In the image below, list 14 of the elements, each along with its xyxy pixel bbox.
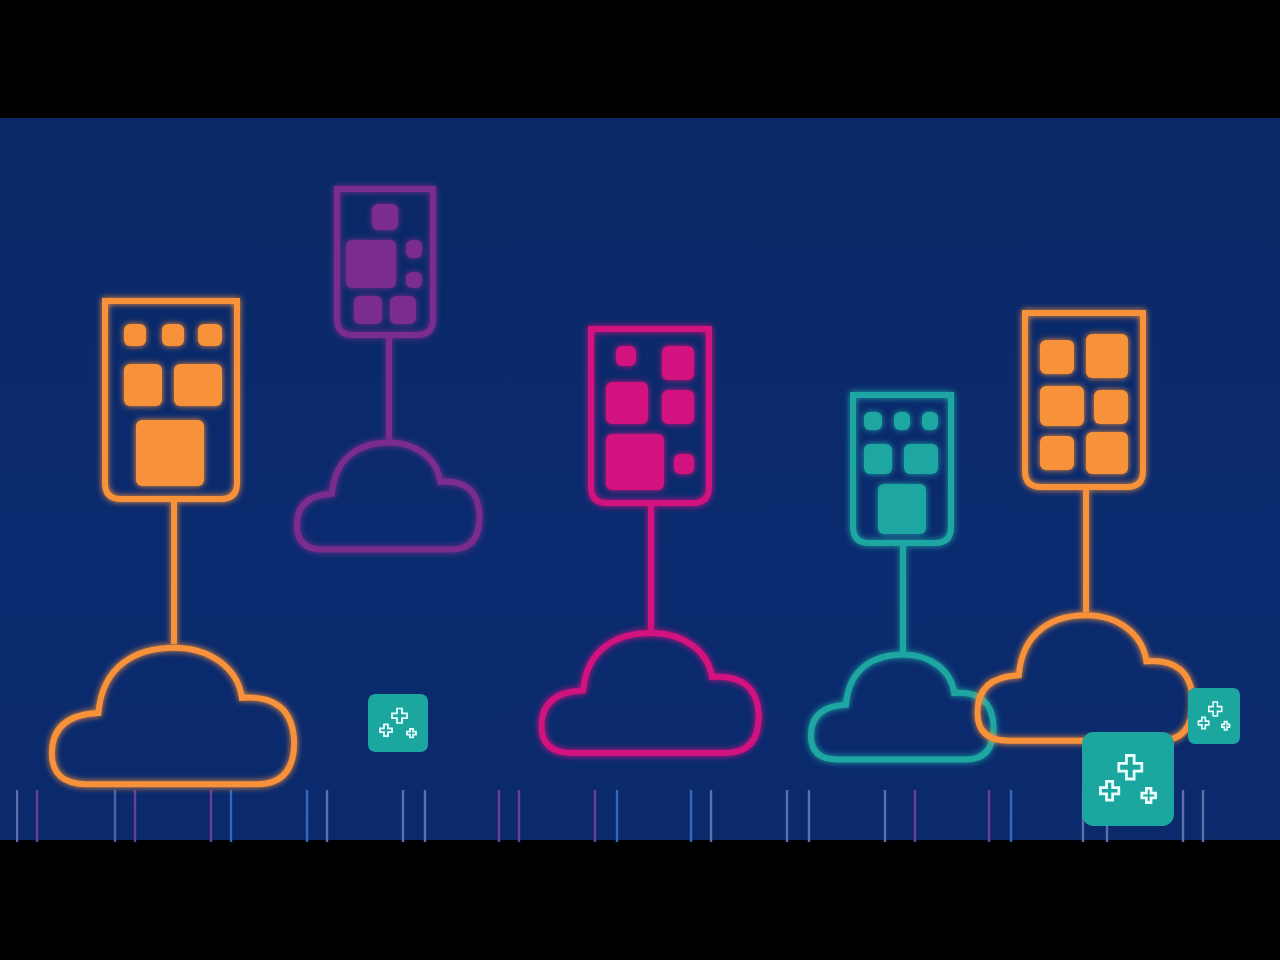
connector-line bbox=[900, 546, 906, 652]
cloud-shape bbox=[538, 628, 764, 758]
block-container bbox=[588, 326, 712, 506]
block-container bbox=[1022, 310, 1146, 490]
connector-line bbox=[1083, 490, 1089, 612]
cloud-shape bbox=[808, 650, 998, 764]
cloud-shape bbox=[48, 642, 300, 790]
cloud-shape bbox=[294, 438, 484, 554]
connector-line bbox=[171, 502, 177, 644]
connector-line bbox=[648, 506, 654, 630]
connector-line bbox=[386, 338, 392, 440]
block-container bbox=[334, 186, 436, 338]
block-container bbox=[102, 298, 240, 502]
block-container bbox=[850, 392, 954, 546]
